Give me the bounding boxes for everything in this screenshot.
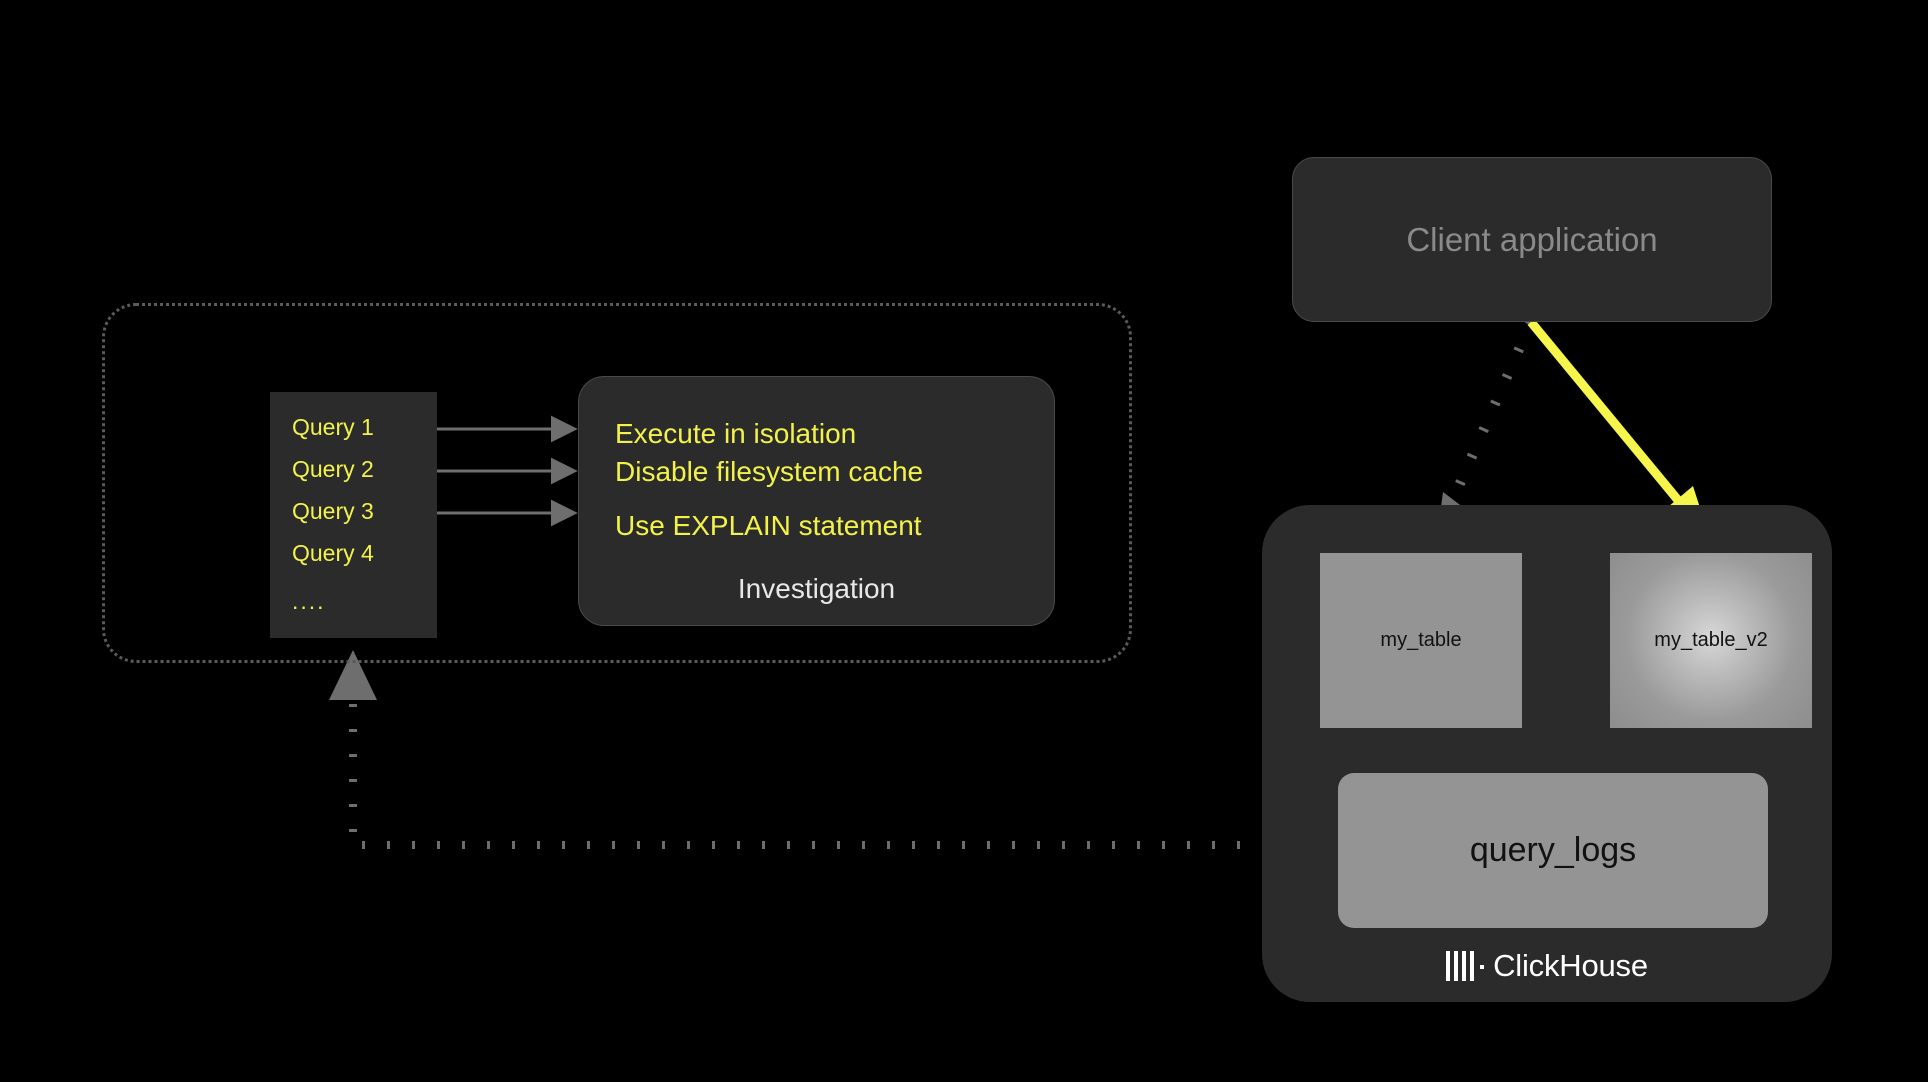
client-application-label: Client application [1406,220,1658,258]
clickhouse-wordmark: ClickHouse [1493,948,1648,983]
clickhouse-bars-icon [1446,951,1485,981]
table-label: my_table_v2 [1654,629,1768,651]
investigation-step: Use EXPLAIN statement [615,510,922,541]
list-item[interactable]: Query 4 [292,540,374,566]
query-list: Query 1 Query 2 Query 3 Query 4 .... [270,392,437,638]
edge-query-logs-to-query-list [349,672,1340,849]
investigation-step: Disable filesystem cache [615,456,924,487]
edge-client-to-my-table [1442,319,1536,516]
list-item[interactable]: Query 3 [292,498,374,524]
investigation-title: Investigation [737,573,896,604]
query-logs-label: query_logs [1469,831,1637,869]
table-node-query-logs: query_logs [1338,773,1768,928]
investigation-step: Execute in isolation [615,418,857,449]
table-label: my_table [1380,629,1462,651]
table-node-my-table-v2: my_table_v2 [1610,553,1812,728]
clickhouse-logo: ClickHouse [1262,948,1832,984]
investigation-group [102,303,1132,663]
list-item[interactable]: Query 1 [292,414,374,440]
table-node-my-table: my_table [1320,553,1522,728]
edge-client-to-my-table-v2 [1527,319,1700,525]
list-item-overflow: .... [292,588,326,614]
investigation-panel: Execute in isolation Disable filesystem … [578,376,1055,626]
client-application-node: Client application [1292,157,1772,322]
clickhouse-container: my_table my_table_v2 query_logs ClickHou… [1262,505,1832,1002]
spacer [615,491,1035,507]
list-item[interactable]: Query 2 [292,456,374,482]
investigation-steps: Execute in isolation Disable filesystem … [615,415,1035,545]
